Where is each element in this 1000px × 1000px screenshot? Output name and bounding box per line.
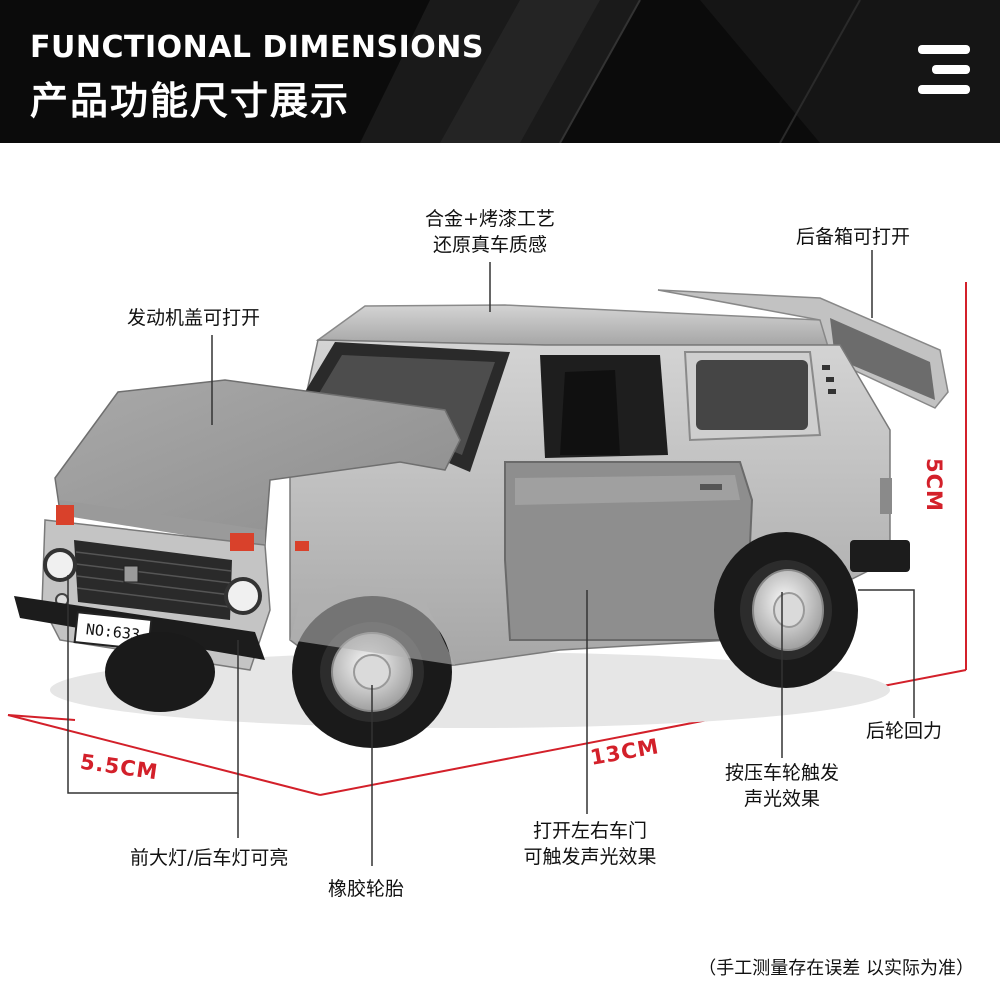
leader-lines: [67, 250, 915, 866]
callout-hood: 发动机盖可打开: [127, 307, 261, 329]
callout-alloy-paint: 合金+烤漆工艺 还原真车质感: [405, 206, 575, 258]
license-plate-text: NO:633: [85, 620, 141, 644]
callout-rear-wheel: 后轮回力: [866, 720, 943, 742]
callout-alloy-line1: 合金+烤漆工艺: [425, 208, 555, 230]
callout-tires: 橡胶轮胎: [328, 878, 405, 900]
callout-press-wheel: 按压车轮触发 声光效果: [702, 760, 862, 812]
car-scene: NO:633: [7, 250, 967, 866]
callout-trunk: 后备箱可打开: [796, 226, 911, 248]
callout-doors: 打开左右车门 可触发声光效果: [500, 818, 680, 870]
callout-press-line1: 按压车轮触发: [724, 762, 839, 784]
menu-icon[interactable]: [910, 45, 970, 95]
callout-door-line1: 打开左右车门: [532, 820, 647, 842]
header-banner: FUNCTIONAL DIMENSIONS 产品功能尺寸展示: [0, 0, 1000, 143]
callout-press-line2: 声光效果: [743, 788, 820, 810]
banner-decoration: [360, 0, 1000, 143]
car-shadow: [50, 652, 890, 728]
title-chinese: 产品功能尺寸展示: [30, 79, 351, 123]
dimension-height: 5CM: [922, 458, 946, 512]
rear-wheel: [714, 532, 858, 688]
callout-lights: 前大灯/后车灯可亮: [130, 847, 289, 869]
toy-car: NO:633: [14, 289, 949, 748]
callout-door-line2: 可触发声光效果: [523, 846, 657, 868]
callout-alloy-line2: 还原真车质感: [432, 234, 547, 256]
title-english: FUNCTIONAL DIMENSIONS: [30, 30, 484, 65]
measurement-note: （手工测量存在误差 以实际为准）: [698, 958, 974, 979]
